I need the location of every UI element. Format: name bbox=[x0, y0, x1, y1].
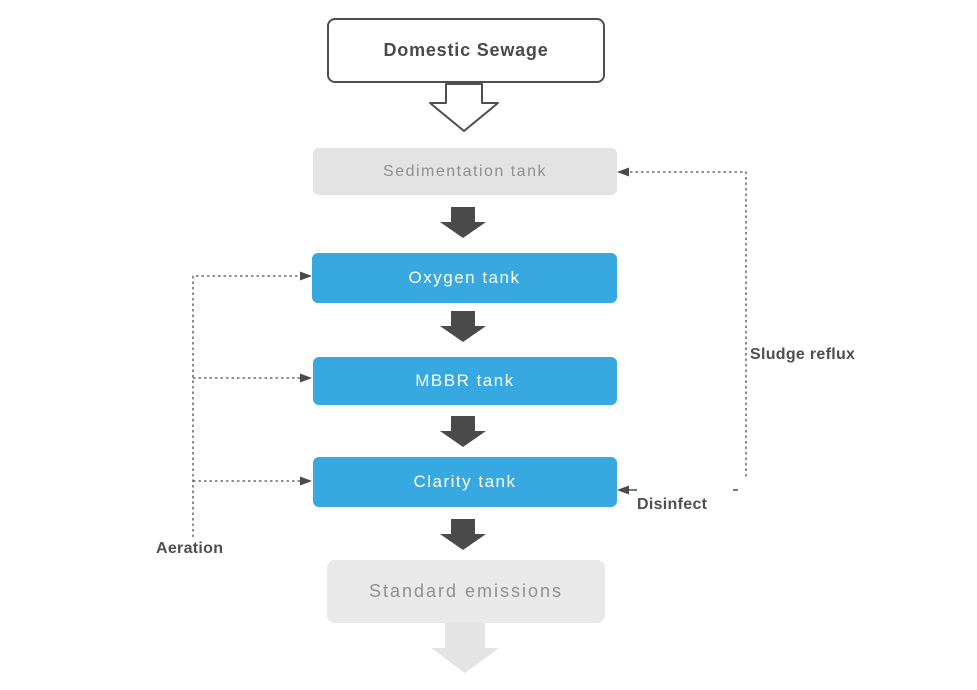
node-sedimentation-tank: Sedimentation tank bbox=[313, 148, 617, 195]
aeration-arrowhead-oxygen-icon bbox=[300, 271, 312, 281]
node-mbbr-tank: MBBR tank bbox=[313, 357, 617, 405]
node-oxygen-tank: Oxygen tank bbox=[312, 253, 617, 303]
flow-arrow-sedimentation-to-oxygen-icon bbox=[440, 207, 486, 238]
sludge-reflux-connector bbox=[630, 171, 747, 477]
aeration-arrowhead-mbbr-icon bbox=[300, 373, 312, 383]
flow-arrow-oxygen-to-mbbr-icon bbox=[440, 311, 486, 342]
disinfect-label: Disinfect bbox=[637, 496, 708, 513]
node-mbbr-tank-label: MBBR tank bbox=[415, 371, 515, 390]
aeration-label: Aeration bbox=[156, 540, 224, 557]
sludge-reflux-arrowhead-icon bbox=[617, 167, 629, 177]
flow-arrow-output-icon bbox=[431, 623, 499, 673]
flow-arrow-mbbr-to-clarity-icon bbox=[440, 416, 486, 447]
node-standard-emissions: Standard emissions bbox=[327, 560, 605, 623]
node-oxygen-tank-label: Oxygen tank bbox=[408, 268, 521, 287]
node-standard-emissions-label: Standard emissions bbox=[368, 581, 564, 601]
disinfect-arrowhead-icon bbox=[617, 485, 629, 495]
node-sedimentation-tank-label: Sedimentation tank bbox=[383, 162, 547, 180]
node-domestic-sewage: Domestic Sewage bbox=[327, 18, 605, 83]
sludge-reflux-label: Sludge reflux bbox=[750, 346, 856, 363]
flow-arrow-clarity-to-emissions-icon bbox=[440, 519, 486, 550]
flow-arrow-outlined-icon bbox=[429, 83, 499, 132]
aeration-connector bbox=[192, 275, 300, 537]
node-domestic-sewage-label: Domestic Sewage bbox=[383, 40, 549, 60]
aeration-arrowhead-clarity-icon bbox=[300, 476, 312, 486]
node-clarity-tank: Clarity tank bbox=[313, 457, 617, 507]
node-clarity-tank-label: Clarity tank bbox=[413, 472, 517, 491]
